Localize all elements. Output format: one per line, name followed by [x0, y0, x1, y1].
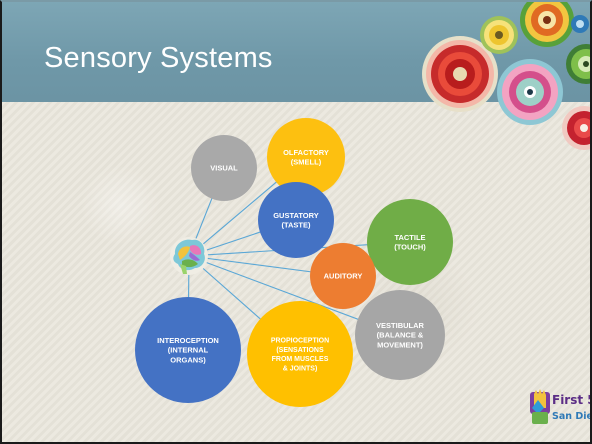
node-label-vestibular: VESTIBULAR	[376, 321, 425, 330]
decor-ring-pink	[497, 59, 563, 125]
brain-icon	[170, 237, 208, 275]
node-label-propioception: FROM MUSCLES	[272, 356, 329, 363]
node-visual: VISUAL	[191, 135, 257, 201]
node-circle-auditory	[310, 243, 376, 309]
node-label-propioception: PROPIOCEPTION	[271, 338, 329, 345]
node-circle-gustatory	[258, 182, 334, 258]
node-label-interoception: INTEROCEPTION	[157, 336, 219, 345]
node-label-vestibular: MOVEMENT)	[377, 340, 423, 349]
node-label-gustatory: GUSTATORY	[273, 211, 319, 220]
node-tactile: TACTILE(TOUCH)	[367, 199, 453, 285]
node-vestibular: VESTIBULAR(BALANCE &MOVEMENT)	[355, 290, 445, 380]
node-circle-interoception	[135, 297, 241, 403]
decorative-circles	[422, 2, 590, 150]
decor-ring-yellow	[480, 16, 518, 54]
node-circle-vestibular	[355, 290, 445, 380]
decor-ring-red-small	[562, 106, 590, 150]
decor-ring-orange	[520, 2, 574, 47]
node-label-tactile: (TOUCH)	[394, 242, 426, 251]
decor-ring-red	[422, 36, 498, 112]
node-label-auditory: AUDITORY	[324, 272, 363, 281]
diagram-nodes: VISUALOLFACTORY(SMELL)GUSTATORY(TASTE)TA…	[135, 118, 453, 407]
node-auditory: AUDITORY	[310, 243, 376, 309]
node-gustatory: GUSTATORY(TASTE)	[258, 182, 334, 258]
node-circle-visual	[191, 135, 257, 201]
hands-icon	[530, 389, 550, 424]
node-label-visual: VISUAL	[210, 164, 238, 173]
logo-line1: First 5	[552, 393, 592, 407]
node-label-interoception: ORGANS)	[170, 355, 206, 364]
node-propioception: PROPIOCEPTION (SENSATIONS FROM MUSCLES & JO…	[247, 301, 353, 407]
node-label-propioception: & JOINTS)	[283, 365, 318, 372]
node-label-olfactory: OLFACTORY	[283, 148, 329, 157]
first5-logo: First 5 San Diego	[530, 389, 592, 424]
node-label-tactile: TACTILE	[394, 233, 425, 242]
node-olfactory: OLFACTORY(SMELL)	[267, 118, 345, 196]
node-label-gustatory: (TASTE)	[281, 220, 311, 229]
node-label-interoception: (INTERNAL	[168, 346, 209, 355]
node-label-propioception: (SENSATIONS	[276, 347, 324, 354]
decor-ring-green	[566, 44, 590, 84]
logo-line2: San Diego	[552, 411, 592, 422]
node-circle-tactile	[367, 199, 453, 285]
node-label-olfactory: (SMELL)	[291, 157, 322, 166]
node-circle-olfactory	[267, 118, 345, 196]
node-circle-propioception	[247, 301, 353, 407]
slide-title: Sensory Systems	[44, 42, 273, 74]
node-label-vestibular: (BALANCE &	[377, 331, 424, 340]
decor-ring-blue	[571, 15, 589, 33]
